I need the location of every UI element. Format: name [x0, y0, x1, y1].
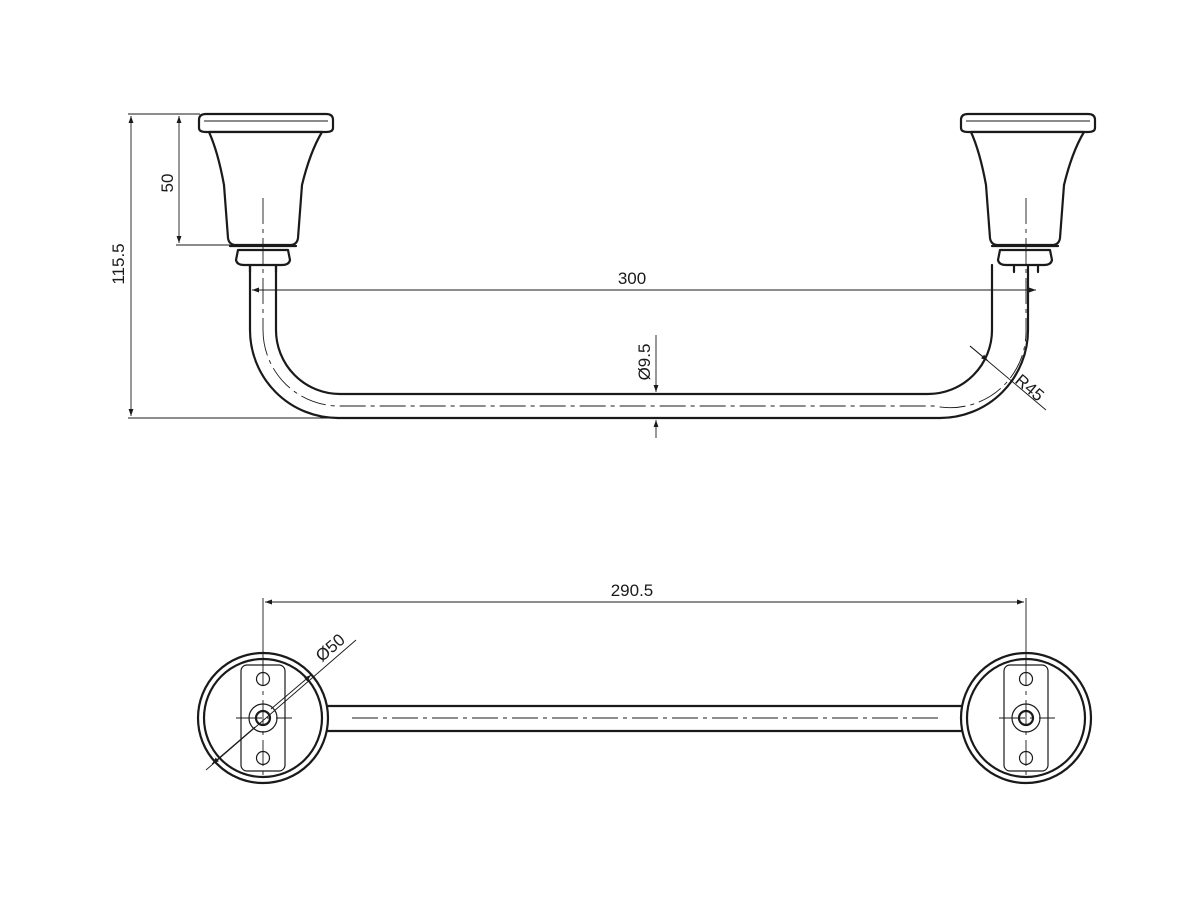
front-view: 115.5 50 300 Ø9.5 R45	[109, 112, 1097, 438]
centre-lines-front	[262, 198, 1027, 409]
bar-stems	[248, 263, 1040, 274]
dim-bracket-height-label: 50	[158, 174, 177, 193]
dim-bar-diameter: Ø9.5	[635, 335, 659, 438]
dim-bar-length: 300	[252, 269, 1036, 293]
dim-bar-diameter-label: Ø9.5	[635, 344, 654, 381]
dim-flange-diameter-label: Ø50	[312, 630, 349, 665]
dim-height-total-label: 115.5	[109, 243, 128, 284]
dim-bracket-height: 50	[158, 116, 230, 246]
right-bracket-front	[959, 112, 1097, 267]
dim-height-total: 115.5	[109, 113, 338, 419]
dim-bar-length-label: 300	[618, 269, 646, 288]
dim-centre-distance: 290.5	[262, 581, 1027, 664]
right-flange-top	[959, 651, 1093, 785]
left-bracket-front	[197, 112, 335, 267]
left-flange-top	[196, 651, 330, 785]
dim-bend-radius-label: R45	[1011, 370, 1047, 405]
dim-centre-distance-label: 290.5	[611, 581, 654, 600]
towel-bar-top	[320, 704, 970, 733]
top-view: 290.5 Ø50	[196, 581, 1093, 785]
